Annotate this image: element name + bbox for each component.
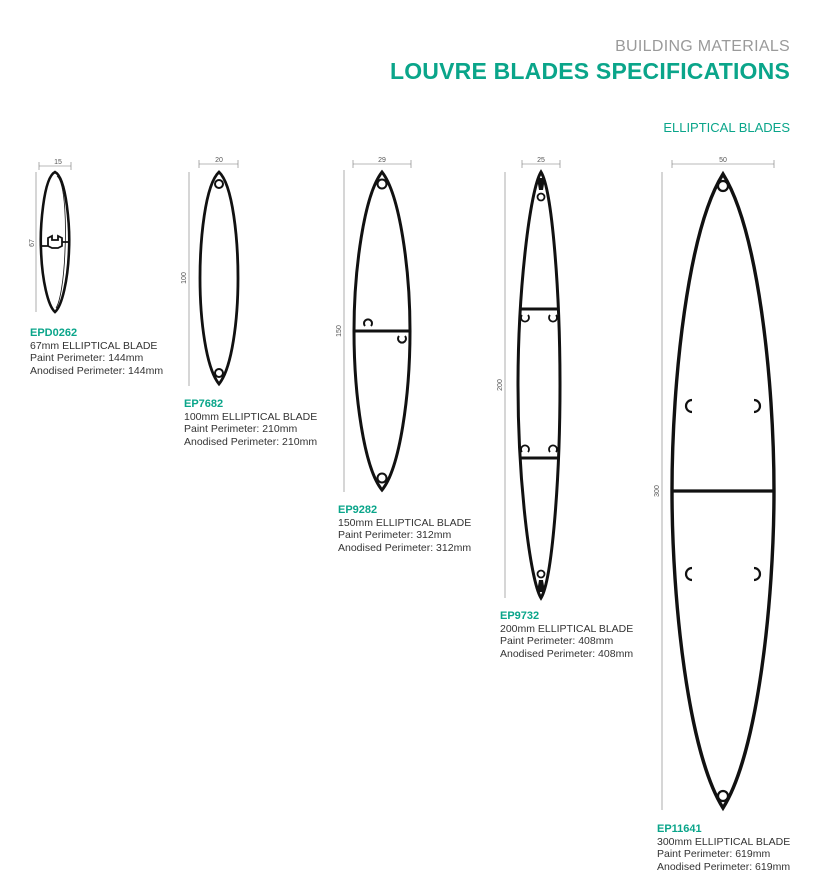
page-title: LOUVRE BLADES SPECIFICATIONS: [389, 58, 790, 84]
blade-ep9282-caption: EP9282 150mm ELLIPTICAL BLADE Paint Peri…: [338, 504, 471, 554]
blade-name: 150mm ELLIPTICAL BLADE: [338, 516, 472, 529]
blade-ep9282-drawing: 29 150: [336, 157, 412, 493]
blade-name: 100mm ELLIPTICAL BLADE: [184, 410, 318, 423]
blade-ep9732-width: 25: [537, 157, 545, 164]
blade-ep9732-drawing: 25 200: [497, 157, 562, 601]
blade-epd0262-drawing: 15 67: [29, 159, 72, 314]
paint-perimeter: Paint Perimeter: 619mm: [657, 848, 771, 860]
paint-perimeter: Paint Perimeter: 144mm: [30, 352, 144, 364]
paint-perimeter: Paint Perimeter: 408mm: [500, 635, 614, 647]
anodised-perimeter: Anodised Perimeter: 210mm: [184, 435, 318, 448]
blade-code: EP11641: [657, 823, 702, 835]
blade-ep9282-height: 150: [336, 325, 343, 337]
blade-ep11641-drawing: 50 300: [654, 157, 776, 812]
blade-name: 300mm ELLIPTICAL BLADE: [657, 835, 791, 848]
blade-epd0262-caption: EPD0262 67mm ELLIPTICAL BLADE Paint Peri…: [30, 327, 163, 377]
section-label: ELLIPTICAL BLADES: [663, 120, 790, 135]
blade-ep11641-height: 300: [654, 485, 661, 497]
anodised-perimeter: Anodised Perimeter: 619mm: [657, 860, 791, 873]
paint-perimeter: Paint Perimeter: 312mm: [338, 529, 452, 541]
blade-ep11641-caption: EP11641 300mm ELLIPTICAL BLADE Paint Per…: [657, 823, 790, 873]
blade-ep7682-caption: EP7682 100mm ELLIPTICAL BLADE Paint Peri…: [184, 398, 317, 448]
anodised-perimeter: Anodised Perimeter: 408mm: [500, 647, 634, 660]
blade-ep7682-height: 100: [181, 272, 188, 284]
header-category: BUILDING MATERIALS: [615, 38, 790, 55]
blade-ep9732-height: 200: [497, 379, 504, 391]
anodised-perimeter: Anodised Perimeter: 144mm: [30, 364, 164, 377]
blade-ep9732-caption: EP9732 200mm ELLIPTICAL BLADE Paint Peri…: [500, 610, 633, 660]
blade-ep9282-width: 29: [378, 157, 386, 164]
blade-code: EP9732: [500, 610, 540, 622]
blade-epd0262-width: 15: [54, 159, 62, 166]
blade-code: EPD0262: [30, 327, 78, 339]
blade-ep7682-drawing: 20 100: [181, 157, 240, 387]
paint-perimeter: Paint Perimeter: 210mm: [184, 423, 298, 435]
blade-name: 67mm ELLIPTICAL BLADE: [30, 339, 158, 352]
blade-ep11641-width: 50: [719, 157, 727, 164]
blade-ep7682-width: 20: [215, 157, 223, 164]
blade-code: EP9282: [338, 504, 378, 516]
blade-code: EP7682: [184, 398, 224, 410]
anodised-perimeter: Anodised Perimeter: 312mm: [338, 541, 472, 554]
blade-name: 200mm ELLIPTICAL BLADE: [500, 622, 634, 635]
blade-epd0262-height: 67: [29, 239, 36, 247]
